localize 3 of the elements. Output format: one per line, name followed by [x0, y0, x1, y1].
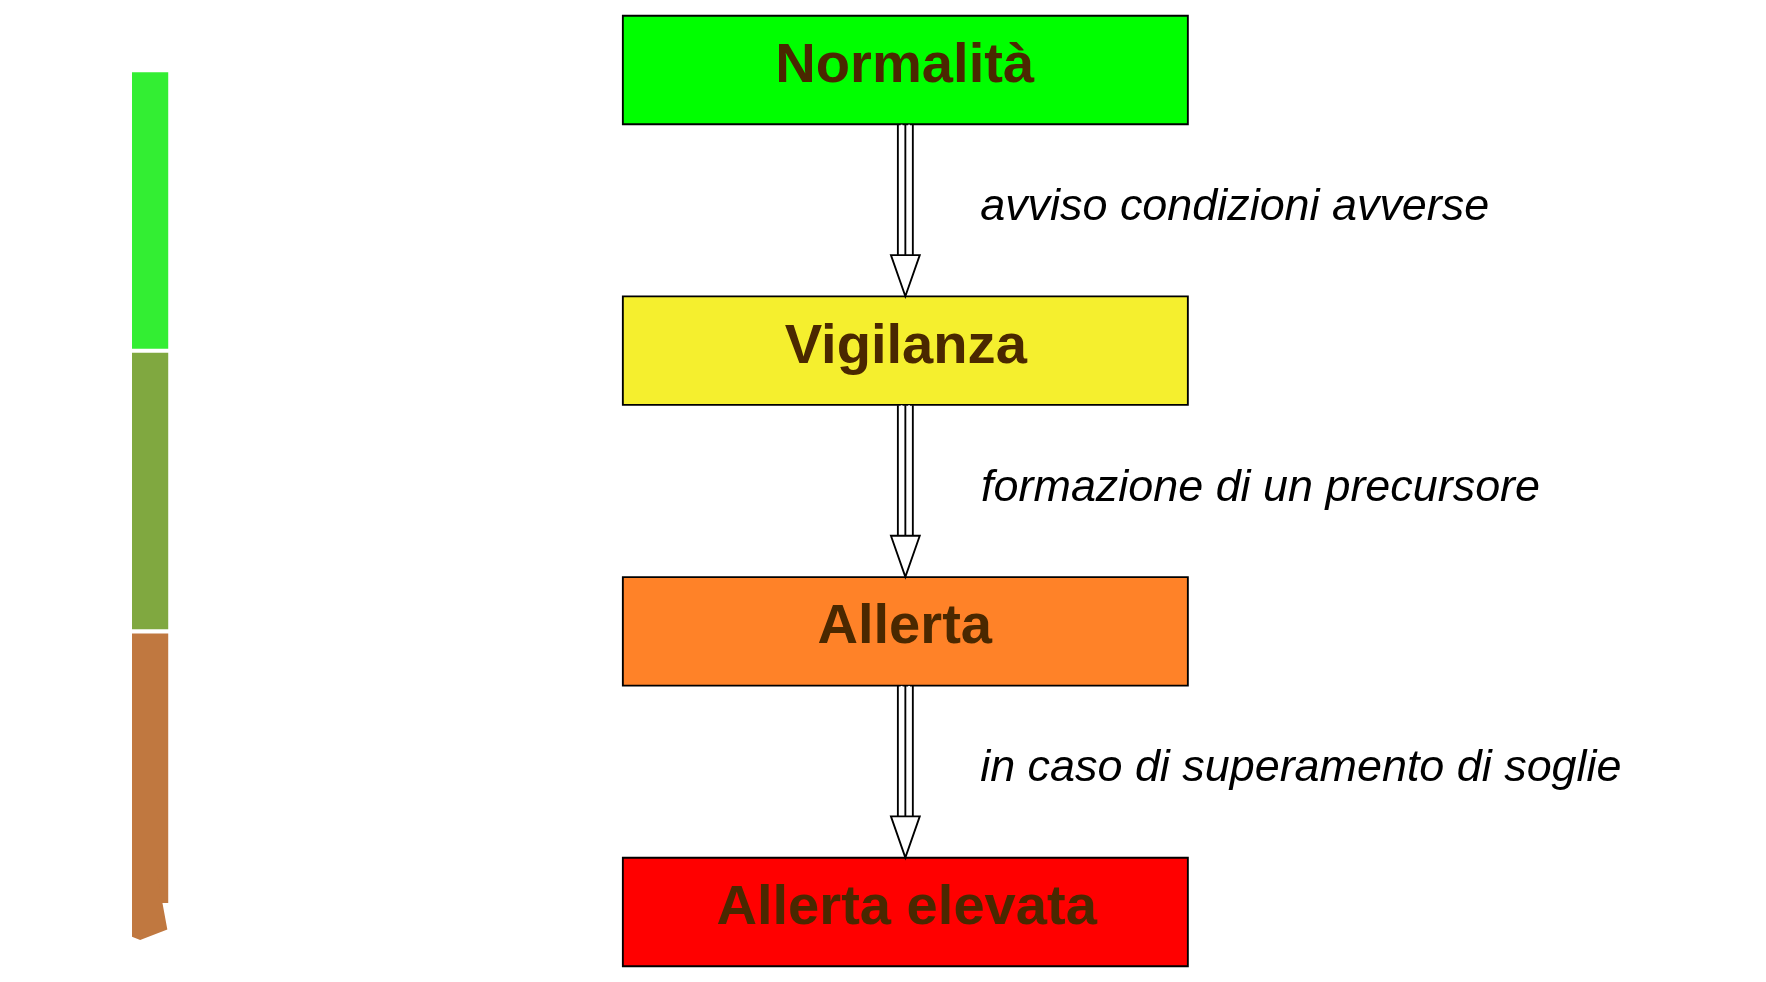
edge-label: formazione di un precursore [980, 459, 1540, 511]
edge-label: avviso condizioni avverse [979, 179, 1489, 231]
edge-label: in caso di superamento di soglie [979, 740, 1622, 792]
